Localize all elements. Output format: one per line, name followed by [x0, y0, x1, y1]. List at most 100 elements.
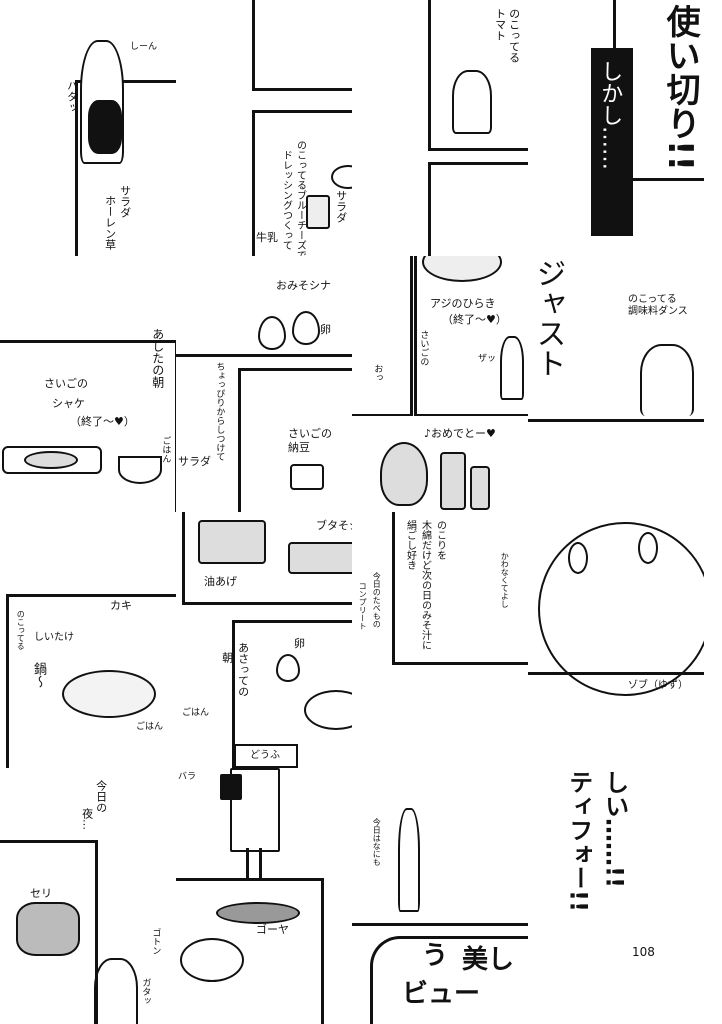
label-text: ♪おめでとー♥ [424, 427, 496, 440]
tile-fried-tofu: 油あげ ブタそシナ 卵 あさっての 朝 ごはん [176, 512, 352, 768]
label-text: 卵 [294, 637, 305, 650]
label-text: セリ [30, 887, 52, 900]
panel-border [352, 256, 413, 417]
black-skirt [88, 100, 122, 154]
tile-woman-jumping: しーん バタッ サラダ ホーレン草 [0, 0, 176, 256]
panel-border [428, 0, 528, 151]
panel-border [6, 594, 176, 768]
label-text: しいたけ [34, 632, 74, 643]
panel-border [0, 840, 98, 1024]
label-text: 調味料ダンス [628, 306, 688, 317]
egg [292, 311, 320, 345]
headline-text: 使い切り!! [660, 4, 701, 172]
sfx-text: おっ [372, 364, 383, 382]
label-text: ちょっぴりからしつけて [214, 362, 225, 461]
tile-used-up: 使い切り!! しかし…… [528, 0, 704, 256]
panel-border [176, 878, 324, 1024]
label-text: さいごの [44, 377, 88, 390]
label-text: さいごの [418, 330, 429, 366]
salad-bowl [331, 165, 352, 189]
tofu-sign-label: どうふ [250, 750, 280, 761]
panel-border [238, 368, 352, 512]
panel-border [176, 256, 352, 357]
panel-border [428, 162, 528, 256]
label-text: ごはん [160, 436, 171, 463]
tile-congratulations: のこりを 木綿だけど次の日のみそ汁に 絹ごし好き 今日のたべもの コンプリート … [352, 512, 528, 768]
label-text: あさっての [236, 642, 250, 697]
natto-box [290, 464, 324, 490]
headline-text: しい……!! [600, 770, 629, 888]
panel-border [528, 256, 704, 422]
tile-miso-and-natto: おみそシナ 卵 ちょっぴりからしつけて さいごの 納豆 サラダ [176, 256, 352, 512]
label-text: 油あげ [204, 575, 237, 588]
label-text: 卵 [320, 323, 331, 336]
label-text: のこってるブルーチーズで [294, 140, 306, 256]
woman-figure [94, 958, 138, 1024]
hand-drawing [640, 344, 694, 416]
caption-box: しかし…… [591, 48, 633, 236]
tile-oyster-hotpot: カキ のこってる しいたけ 鍋～ ごはん [0, 512, 176, 768]
rice-bowl [118, 456, 162, 484]
label-text: ごはん [136, 722, 164, 732]
label-text: サラダ [334, 190, 348, 223]
panel-border [182, 512, 352, 605]
black-bag [220, 774, 242, 800]
panel-border [252, 110, 352, 256]
label-text: 納豆 [288, 441, 310, 454]
sfx-text: ゴトン [150, 928, 161, 955]
label-text: ドレッシングつくって [280, 150, 292, 250]
panel-border [252, 0, 352, 91]
label-text: コンプリート [358, 582, 368, 630]
tofu-sign: どうふ [234, 744, 298, 768]
tile-seasoning-characters: ♪おめでとー♥ [352, 416, 528, 512]
label-text: 夜… [80, 808, 94, 830]
panel-border [392, 512, 528, 665]
tile-tomorrow-morning: あしたの朝 さいごの シャケ （終了～♥） ごはん [0, 256, 176, 512]
sfx-text: ガタッ [140, 978, 151, 1005]
tile-tomato: のこってる トマト [352, 0, 528, 256]
caption-text: しかし…… [597, 60, 623, 170]
tile-face-closeup: ゾブ（ゆず） [528, 512, 704, 768]
label-text: トマト [493, 8, 507, 41]
panel-border [352, 768, 528, 926]
tile-just: ジャスト のこってる 調味料ダンス [528, 256, 704, 512]
hotpot [62, 670, 156, 718]
headline-text: ティフォー!! [564, 770, 593, 912]
panel-border [0, 340, 176, 512]
tile-blue-cheese-dressing: のこってるブルーチーズで ドレッシングつくって サラダ 牛乳 [176, 0, 352, 256]
panel-border [370, 936, 528, 1024]
label-text: カキ [110, 599, 132, 612]
headline-text: ビュー [402, 979, 481, 1009]
label-text: 今日の [94, 780, 108, 813]
label-text: アジのひらき [430, 297, 496, 310]
page-number: 108 [632, 945, 655, 959]
label-text: ホーレン草 [103, 195, 117, 250]
label-text: ブタそシナ [316, 519, 352, 532]
label-text: 今日はなにも [372, 818, 382, 866]
manga-page-collage: しーん バタッ サラダ ホーレン草 のこってるブルーチーズで ドレッシングつくっ… [0, 0, 704, 1024]
fish-plate [2, 446, 102, 474]
panel-border [75, 80, 176, 256]
cup-drawing [306, 195, 330, 229]
sfx-text: バタッ [65, 80, 79, 113]
label-text: のこりを [434, 520, 446, 560]
label-text: バラ [178, 772, 197, 782]
label-text: （終了～♥） [442, 313, 507, 326]
label-text: ごはん [182, 708, 210, 718]
panel-border [528, 672, 704, 675]
headline-text: ジャスト [530, 258, 566, 378]
dish-plate [304, 690, 352, 730]
label-text: 木綿だけど次の日のみそ汁に [419, 520, 431, 650]
label-text: サラダ [178, 455, 211, 468]
label-text: のこってる [628, 294, 677, 305]
person-figure [398, 808, 420, 912]
panel-border [232, 620, 352, 768]
tile-tofu-man: ゴーヤ バラ [176, 768, 352, 1024]
person-figure [500, 336, 524, 400]
eye [568, 542, 588, 574]
person-sitting [452, 70, 492, 134]
seasoning-bottle-character [380, 442, 428, 506]
dish-plate [180, 938, 244, 982]
label-text: 牛乳 [256, 231, 278, 244]
sfx-text: しーん [130, 42, 158, 52]
